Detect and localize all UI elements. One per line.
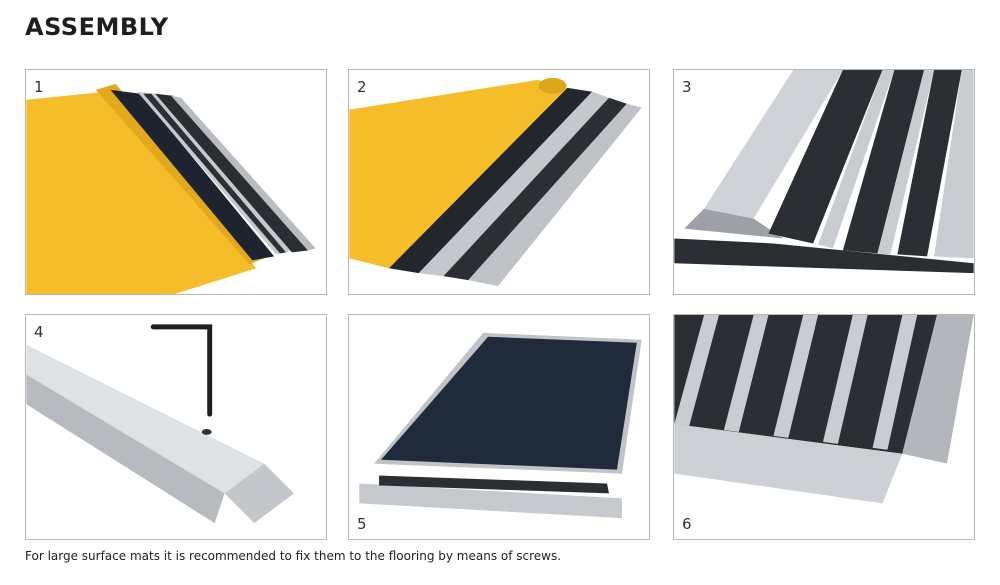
step-2-illustration (349, 77, 642, 287)
step-number: 5 (357, 515, 367, 533)
assembly-step-3: 3 (673, 69, 975, 295)
assembly-step-2: 2 (348, 69, 650, 295)
step-number: 6 (682, 515, 692, 533)
assembly-caption: For large surface mats it is recommended… (25, 549, 562, 563)
step-4-illustration (26, 324, 294, 524)
page-title: ASSEMBLY (25, 13, 169, 41)
step-5-illustration (359, 332, 642, 519)
assembly-step-4: 4 (25, 314, 327, 540)
step-6-illustration (674, 315, 974, 504)
assembly-step-6: 6 (673, 314, 975, 540)
step-number: 3 (682, 78, 692, 96)
step-number: 2 (357, 78, 367, 96)
step-number: 4 (34, 323, 44, 341)
assembly-step-5: 5 (348, 314, 650, 540)
step-1-illustration (26, 83, 316, 294)
assembly-step-1: 1 (25, 69, 327, 295)
step-number: 1 (34, 78, 44, 96)
step-3-illustration (674, 70, 974, 274)
